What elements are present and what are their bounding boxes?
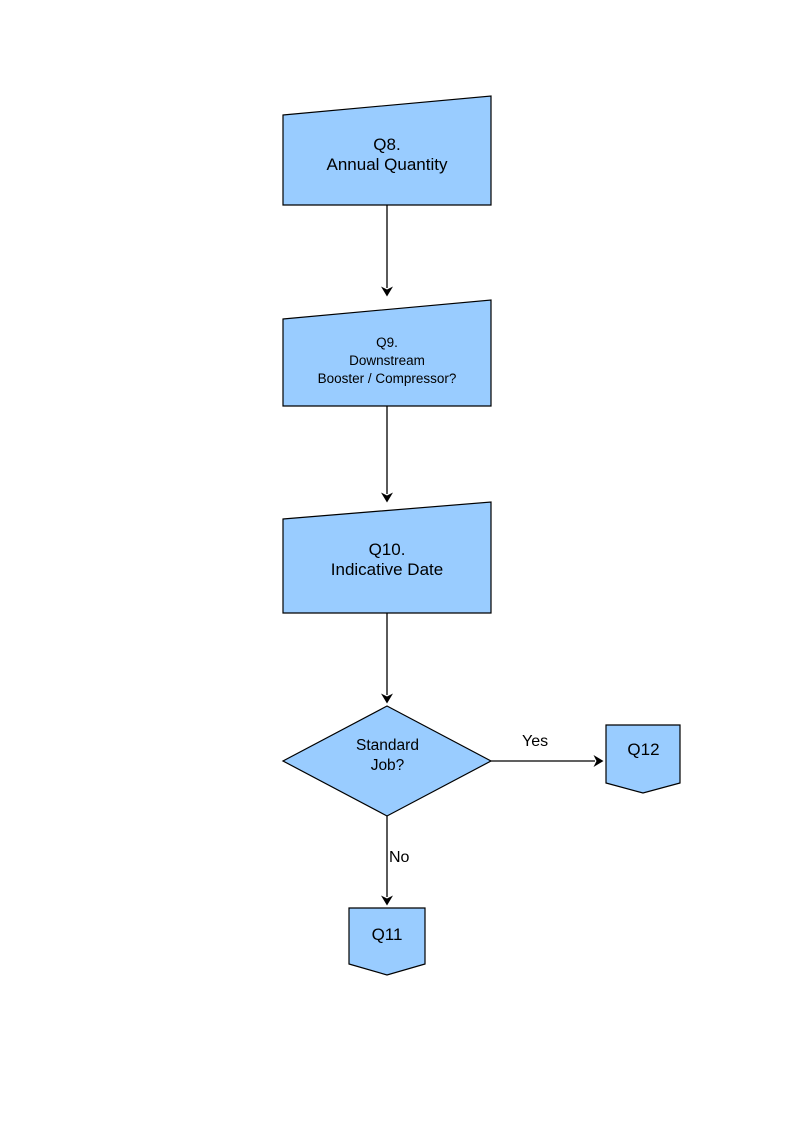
- node-q12[interactable]: [606, 725, 680, 793]
- node-decision-standard-job[interactable]: [283, 706, 491, 816]
- node-q8[interactable]: [283, 96, 491, 205]
- node-q11[interactable]: [349, 908, 425, 975]
- node-q10[interactable]: [283, 502, 491, 613]
- node-q11-shape[interactable]: [348, 907, 426, 976]
- node-q9-shape[interactable]: [282, 299, 492, 407]
- node-q8-shape[interactable]: [282, 95, 492, 206]
- node-q12-shape[interactable]: [605, 724, 681, 794]
- node-q10-shape[interactable]: [282, 501, 492, 614]
- node-q9[interactable]: [283, 300, 491, 406]
